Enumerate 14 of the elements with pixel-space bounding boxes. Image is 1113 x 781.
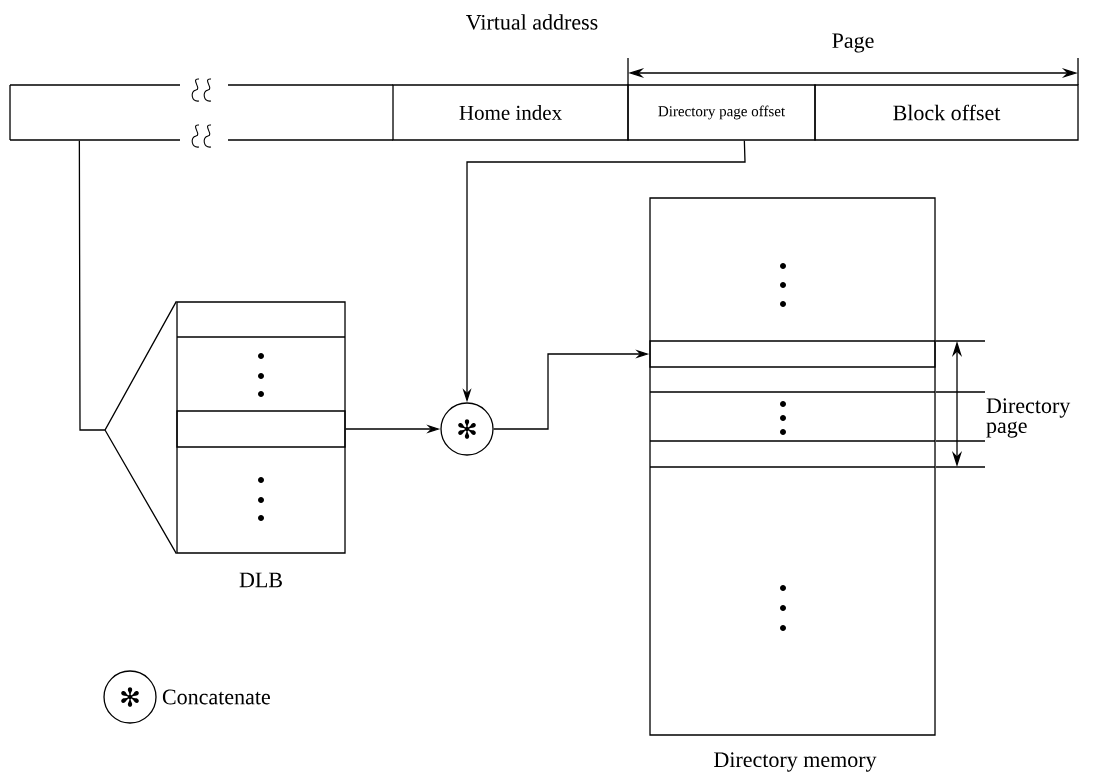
legend-text: Concatenate xyxy=(162,689,270,705)
memory-row xyxy=(649,340,936,368)
dimension-label: Directory page xyxy=(986,398,1071,438)
heading-label: Virtual address xyxy=(466,14,598,30)
box-caption: DLB xyxy=(239,572,282,588)
box-caption: Directory memory xyxy=(714,752,877,772)
heading-label: Page xyxy=(832,33,874,53)
address-field: Block offset xyxy=(814,84,1079,141)
address-field: Home index xyxy=(392,84,629,141)
address-field: Directory page offset xyxy=(627,84,816,141)
address-field xyxy=(9,78,394,148)
table-entry xyxy=(176,410,346,448)
memory-box xyxy=(649,197,936,736)
table-box xyxy=(176,301,346,554)
